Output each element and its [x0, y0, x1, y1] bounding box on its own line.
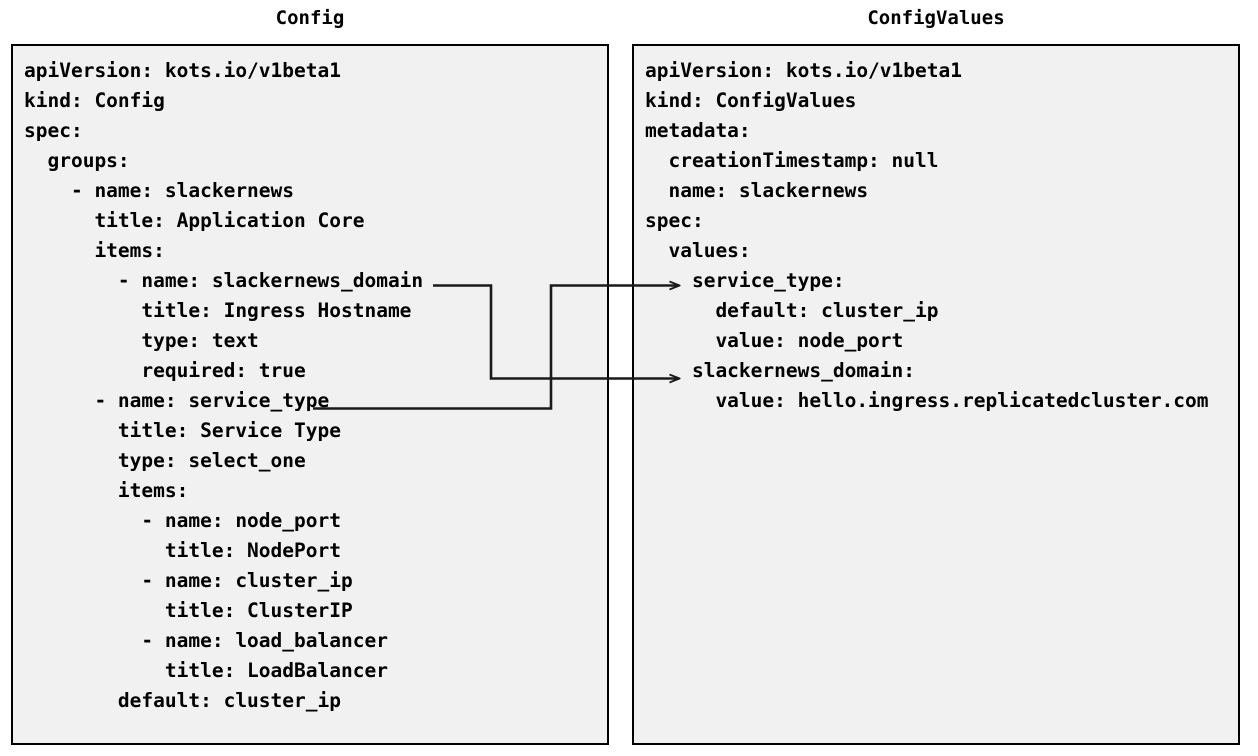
configvalues-yaml-line: kind: ConfigValues: [645, 89, 857, 112]
config-yaml-line: items:: [24, 479, 189, 502]
config-yaml-line: title: ClusterIP: [24, 599, 353, 622]
configvalues-yaml-line: default: cluster_ip: [645, 299, 939, 322]
config-yaml-line: - name: load_balancer: [24, 629, 388, 652]
config-yaml-line: title: NodePort: [24, 539, 341, 562]
config-yaml-line: spec:: [24, 119, 83, 142]
configvalues-yaml-block: apiVersion: kots.io/v1beta1 kind: ConfigV…: [634, 46, 1209, 416]
configvalues-yaml-line: values:: [645, 239, 751, 262]
config-yaml-line: items:: [24, 239, 165, 262]
right-panel-title: ConfigValues: [867, 7, 1005, 29]
config-panel: apiVersion: kots.io/v1beta1 kind: Config s…: [11, 44, 609, 745]
configvalues-yaml-line: value: node_port: [645, 329, 904, 352]
config-yaml-line: groups:: [24, 149, 130, 172]
configvalues-yaml-line: apiVersion: kots.io/v1beta1: [645, 59, 962, 82]
config-yaml-line: - name: slackernews_domain: [24, 269, 424, 292]
configvalues-yaml-line: slackernews_domain:: [645, 359, 916, 382]
configvalues-yaml-line: value: hello.ingress.replicatedcluster.c…: [645, 389, 1209, 412]
config-yaml-line: default: cluster_ip: [24, 689, 341, 712]
left-panel-title: Config: [275, 7, 345, 29]
config-yaml-line: type: text: [24, 329, 259, 352]
config-yaml-line: apiVersion: kots.io/v1beta1: [24, 59, 341, 82]
config-yaml-line: - name: service_type: [24, 389, 330, 412]
config-yaml-line: title: Application Core: [24, 209, 365, 232]
config-yaml-line: - name: node_port: [24, 509, 341, 532]
configvalues-yaml-line: name: slackernews: [645, 179, 869, 202]
config-yaml-line: title: Service Type: [24, 419, 341, 442]
config-yaml-line: title: LoadBalancer: [24, 659, 388, 682]
configvalues-yaml-line: service_type:: [645, 269, 845, 292]
config-yaml-line: kind: Config: [24, 89, 165, 112]
config-yaml-line: - name: slackernews: [24, 179, 295, 202]
configvalues-yaml-line: metadata:: [645, 119, 751, 142]
config-yaml-line: - name: cluster_ip: [24, 569, 353, 592]
configvalues-yaml-line: creationTimestamp: null: [645, 149, 939, 172]
config-yaml-line: type: select_one: [24, 449, 306, 472]
configvalues-yaml-line: spec:: [645, 209, 704, 232]
config-yaml-line: title: Ingress Hostname: [24, 299, 412, 322]
config-yaml-line: required: true: [24, 359, 306, 382]
configvalues-panel: apiVersion: kots.io/v1beta1 kind: ConfigV…: [632, 44, 1240, 745]
config-yaml-block: apiVersion: kots.io/v1beta1 kind: Config s…: [13, 46, 423, 716]
